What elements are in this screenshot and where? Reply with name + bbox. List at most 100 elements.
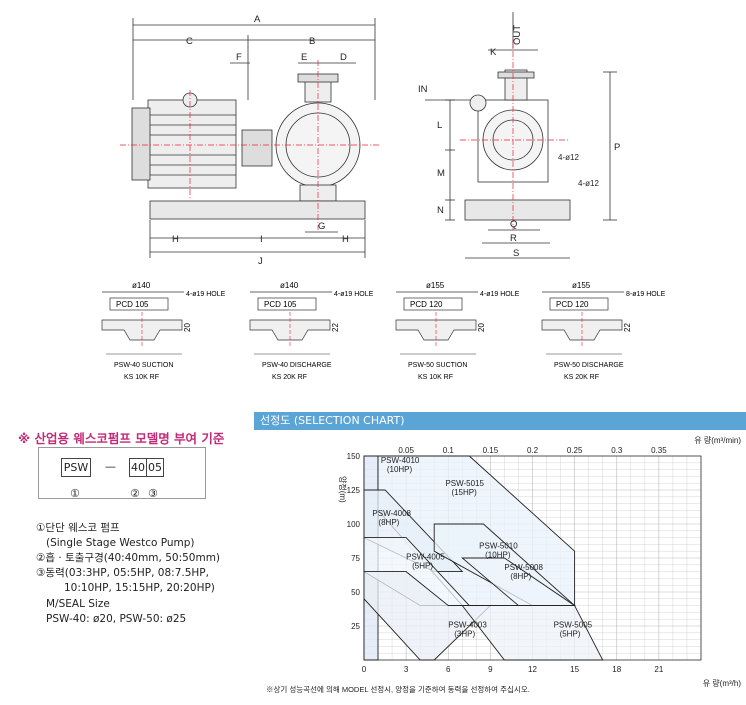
region-psw-4003 bbox=[363, 571, 492, 661]
x-tick-label: 15 bbox=[570, 665, 579, 674]
region-sublabel: (5HP) bbox=[560, 629, 581, 638]
desc-line-5: 10:10HP, 15:15HP, 20:20HP) bbox=[64, 582, 215, 594]
dim-p: P bbox=[614, 142, 620, 153]
code-dash: — bbox=[105, 460, 116, 473]
chart-title: 선정도 (SELECTION CHART) bbox=[254, 412, 746, 430]
region-label: PSW-5015 bbox=[445, 479, 484, 488]
flange-diameter: ø155 bbox=[572, 281, 591, 290]
code-size: 40 bbox=[129, 458, 147, 477]
flange-diameter: ø140 bbox=[132, 281, 151, 290]
dim-r: R bbox=[510, 233, 517, 244]
region-label: PSW-5010 bbox=[479, 541, 518, 550]
dim-f: F bbox=[236, 52, 242, 63]
model-code-box: PSW — 40 05 bbox=[38, 447, 206, 499]
region-psw-5005 bbox=[461, 605, 604, 661]
flange-holes: 8-ø19 HOLE bbox=[626, 291, 666, 298]
flange-name: PSW-40 DISCHARGE bbox=[262, 362, 332, 369]
dim-h-right: H bbox=[342, 234, 349, 245]
region-sublabel: (8HP) bbox=[378, 518, 399, 527]
dim-out: OUT bbox=[512, 25, 523, 45]
marker-1: ① bbox=[70, 487, 80, 500]
flange-pcd: PCD 105 bbox=[116, 300, 149, 309]
dim-in: IN bbox=[418, 84, 428, 95]
flange-thickness: 22 bbox=[623, 323, 632, 332]
flange-diameter: ø140 bbox=[280, 281, 299, 290]
dim-k: K bbox=[490, 47, 497, 58]
flange-pcd: PCD 105 bbox=[264, 300, 297, 309]
dim-e: E bbox=[301, 52, 307, 63]
region-sublabel: (5HP) bbox=[412, 561, 433, 570]
region-label: PSW-5005 bbox=[554, 620, 593, 629]
x-tick-label: 3 bbox=[404, 665, 409, 674]
x-top-tick-label: 0.25 bbox=[567, 446, 583, 455]
x-top-tick-label: 0.15 bbox=[483, 446, 499, 455]
region-label: PSW-4003 bbox=[448, 620, 487, 629]
dim-hole-base: 4-ø12 bbox=[578, 179, 599, 188]
dim-q: Q bbox=[510, 219, 517, 230]
marker-3: ③ bbox=[148, 487, 158, 500]
flange-holes: 4-ø19 HOLE bbox=[334, 291, 374, 298]
dimension-drawing: A C B F E D H I G H J K OUT IN L M N P Q… bbox=[101, 12, 666, 381]
x-tick-label: 18 bbox=[612, 665, 621, 674]
x-top-tick-label: 0.3 bbox=[611, 446, 623, 455]
x-tick-label: 6 bbox=[446, 665, 451, 674]
desc-line-1: ①단단 웨스코 펌프 bbox=[36, 522, 120, 534]
x-top-tick-label: 0.1 bbox=[443, 446, 455, 455]
x-tick-label: 21 bbox=[654, 665, 663, 674]
y-tick-label: 50 bbox=[351, 588, 360, 597]
flange-pcd: PCD 120 bbox=[410, 300, 443, 309]
code-power: 05 bbox=[146, 458, 164, 477]
region-label: PSW-4005 bbox=[406, 552, 445, 561]
flange-name: PSW-40 SUCTION bbox=[114, 362, 173, 369]
y-axis-label: 양정(m) bbox=[338, 476, 348, 503]
flange-thickness: 20 bbox=[183, 323, 192, 332]
flange-standard: KS 20K RF bbox=[272, 374, 307, 381]
dim-g: G bbox=[318, 221, 325, 232]
model-naming-title: ※ 산업용 웨스코펌프 모델명 부여 기준 bbox=[18, 431, 225, 446]
flange-standard: KS 20K RF bbox=[564, 374, 599, 381]
dim-h-left: H bbox=[172, 234, 179, 245]
dim-c: C bbox=[186, 36, 193, 47]
desc-line-6: M/SEAL Size bbox=[46, 598, 110, 610]
dim-a: A bbox=[254, 14, 261, 25]
x-top-tick-label: 0.35 bbox=[651, 446, 667, 455]
y-tick-label: 125 bbox=[347, 486, 361, 495]
x-top-axis-label: 유 량(m³/min) bbox=[694, 435, 741, 445]
x-top-tick-label: 0.2 bbox=[527, 446, 539, 455]
region-sublabel: (15HP) bbox=[451, 488, 477, 497]
y-tick-label: 150 bbox=[347, 452, 361, 461]
dim-i: I bbox=[260, 234, 263, 245]
x-tick-label: 12 bbox=[528, 665, 537, 674]
chart-note: ※상기 성능곡선에 의해 MODEL 선정시, 양정을 기준하여 동력을 선정하… bbox=[266, 684, 530, 694]
selection-chart: PSW-4010(10HP)PSW-5015(15HP)PSW-4008(8HP… bbox=[266, 435, 741, 694]
desc-line-3: ②흡 · 토출구경(40:40mm, 50:50mm) bbox=[36, 552, 221, 564]
dim-s: S bbox=[513, 248, 519, 259]
dim-n: N bbox=[437, 205, 444, 216]
x-top-tick-label: 0.05 bbox=[398, 446, 414, 455]
region-sublabel: (3HP) bbox=[454, 629, 475, 638]
flange-standard: KS 10K RF bbox=[124, 374, 159, 381]
region-label: PSW-4010 bbox=[381, 456, 420, 465]
flange-holes: 4-ø19 HOLE bbox=[186, 291, 226, 298]
y-tick-label: 75 bbox=[351, 554, 360, 563]
region-label: PSW-5008 bbox=[504, 563, 543, 572]
flange-name: PSW-50 DISCHARGE bbox=[554, 362, 624, 369]
y-tick-label: 100 bbox=[347, 520, 361, 529]
flange-holes: 4-ø19 HOLE bbox=[480, 291, 520, 298]
desc-line-2: (Single Stage Westco Pump) bbox=[46, 537, 195, 549]
marker-2: ② bbox=[130, 487, 140, 500]
dim-hole-side: 4-ø12 bbox=[558, 153, 579, 162]
y-tick-label: 25 bbox=[351, 622, 360, 631]
code-prefix: PSW bbox=[61, 458, 91, 477]
dim-m: M bbox=[437, 168, 445, 179]
flange-thickness: 20 bbox=[477, 323, 486, 332]
dim-d: D bbox=[340, 52, 347, 63]
flange-standard: KS 10K RF bbox=[418, 374, 453, 381]
region-sublabel: (10HP) bbox=[485, 550, 511, 559]
dim-l: L bbox=[437, 120, 442, 131]
desc-line-4: ③동력(03:3HP, 05:5HP, 08:7.5HP, bbox=[36, 567, 209, 579]
